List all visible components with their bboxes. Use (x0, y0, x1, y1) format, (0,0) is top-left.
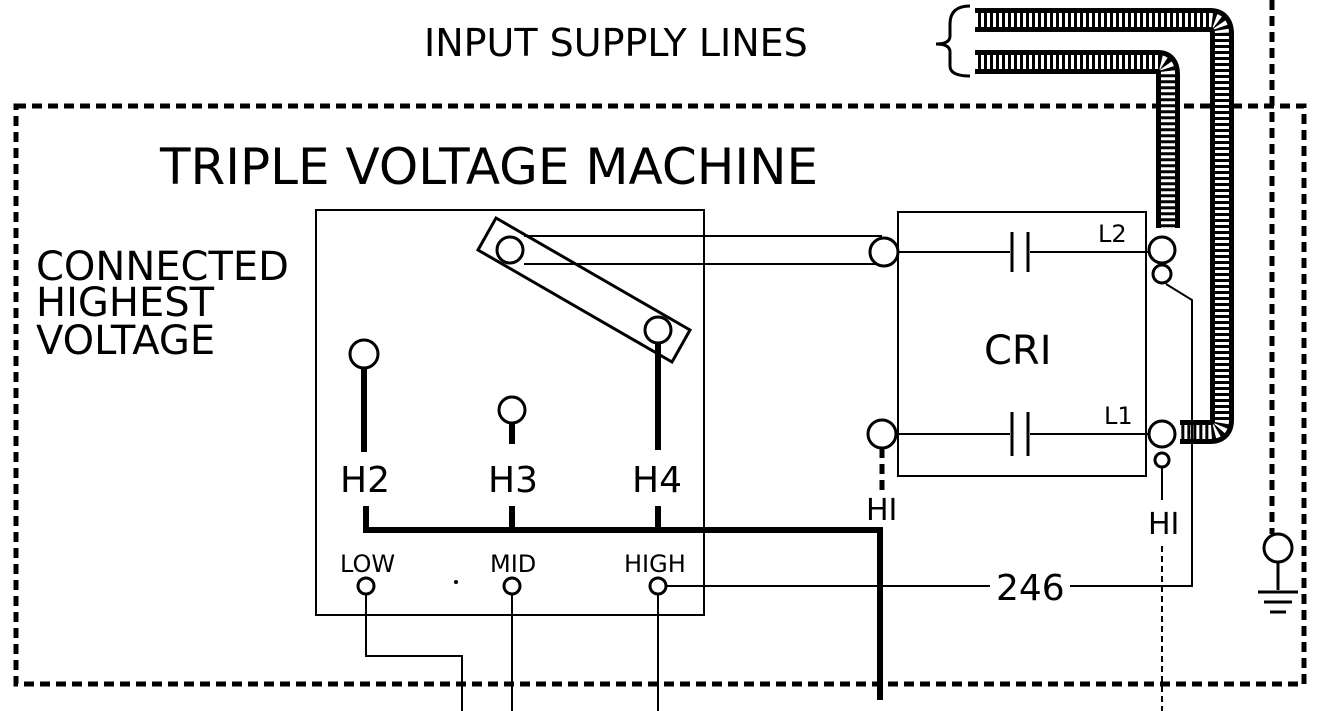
contactor-box (897, 211, 1147, 477)
contact-l1 (898, 412, 1148, 456)
note-line-2: HIGHEST (36, 280, 215, 326)
l1-label: L1 (1104, 402, 1133, 430)
h1-left-label: HI (866, 493, 897, 528)
input-brace (935, 4, 971, 78)
board-dot (454, 580, 458, 584)
l2-label: L2 (1098, 220, 1127, 248)
low-tap-label: LOW (340, 550, 395, 578)
contact-l2 (898, 232, 1148, 272)
contactor-left-top-terminal (868, 236, 900, 268)
lead-bus (363, 506, 883, 700)
h1-right-label: HI (1148, 507, 1179, 542)
l1-terminal (1147, 419, 1177, 449)
high-tap-terminal (648, 576, 668, 596)
h3-label: H3 (488, 460, 538, 501)
mid-tap-label: MID (490, 550, 536, 578)
wire-number-label: 246 (996, 568, 1065, 609)
input-supply-label: INPUT SUPPLY LINES (424, 21, 808, 65)
machine-title: TRIPLE VOLTAGE MACHINE (159, 138, 818, 196)
h2-terminal (348, 338, 380, 370)
ground-terminal (1262, 532, 1294, 564)
h3-terminal (497, 395, 527, 425)
note-line-3: VOLTAGE (36, 318, 215, 364)
mid-tap-terminal (502, 576, 522, 596)
l2-terminal-lower (1151, 263, 1173, 285)
input-supply-cable (975, 8, 1234, 444)
note-line-1: CONNECTED (36, 244, 289, 290)
h2-label: H2 (340, 460, 390, 501)
high-tap-label: HIGH (624, 550, 686, 578)
l1-terminal-lower (1153, 451, 1171, 469)
ground-symbol (1258, 562, 1298, 614)
jumper-link (475, 215, 693, 365)
contactor-name: CRI (984, 328, 1052, 374)
terminal-board (315, 209, 705, 616)
h1-left-terminal (866, 418, 898, 450)
low-tap-lead (365, 594, 463, 711)
l2-terminal (1147, 235, 1177, 265)
h4-label: H4 (632, 460, 682, 501)
machine-enclosure (13, 103, 1307, 687)
low-tap-terminal (356, 576, 376, 596)
wire-246-right (1070, 283, 1193, 587)
connection-note: CONNECTED HIGHEST VOLTAGE (36, 244, 289, 364)
